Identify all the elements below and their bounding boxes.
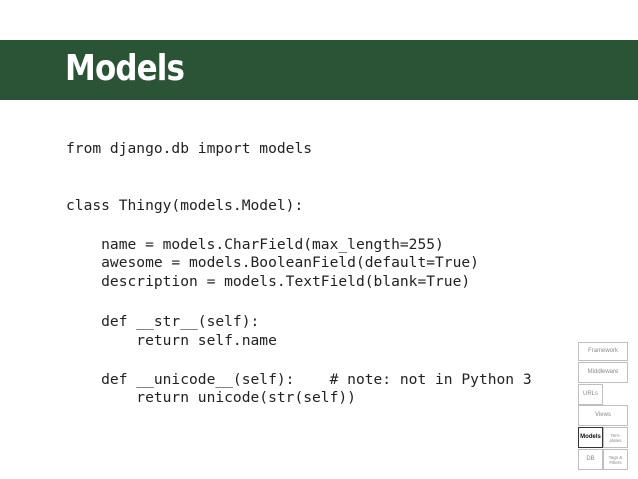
code-line: def __unicode__(self): # note: not in Py…: [66, 371, 532, 388]
title-bar: [0, 40, 638, 100]
nav-models[interactable]: Models: [578, 427, 603, 448]
code-line: description = models.TextField(blank=Tru…: [66, 273, 471, 290]
nav-framework[interactable]: Framework: [578, 342, 628, 361]
code-line: class Thingy(models.Model):: [66, 197, 304, 214]
slide-title: Models: [65, 48, 185, 89]
code-line: name = models.CharField(max_length=255): [66, 236, 444, 253]
nav-templates[interactable]: Tem- plates: [603, 427, 628, 448]
nav-tags-filters[interactable]: Tags & Filters: [603, 449, 628, 470]
navigation-diagram: Framework Middleware URLs Views Models T…: [578, 342, 628, 470]
nav-db[interactable]: DB: [578, 449, 603, 470]
nav-urls[interactable]: URLs: [578, 384, 603, 405]
nav-views[interactable]: Views: [578, 405, 628, 426]
code-line: awesome = models.BooleanField(default=Tr…: [66, 254, 479, 271]
code-line: return unicode(str(self)): [66, 389, 356, 406]
code-line: def __str__(self):: [66, 313, 260, 330]
nav-middleware[interactable]: Middleware: [578, 362, 628, 383]
code-line: return self.name: [66, 332, 277, 349]
code-line: from django.db import models: [66, 140, 313, 157]
